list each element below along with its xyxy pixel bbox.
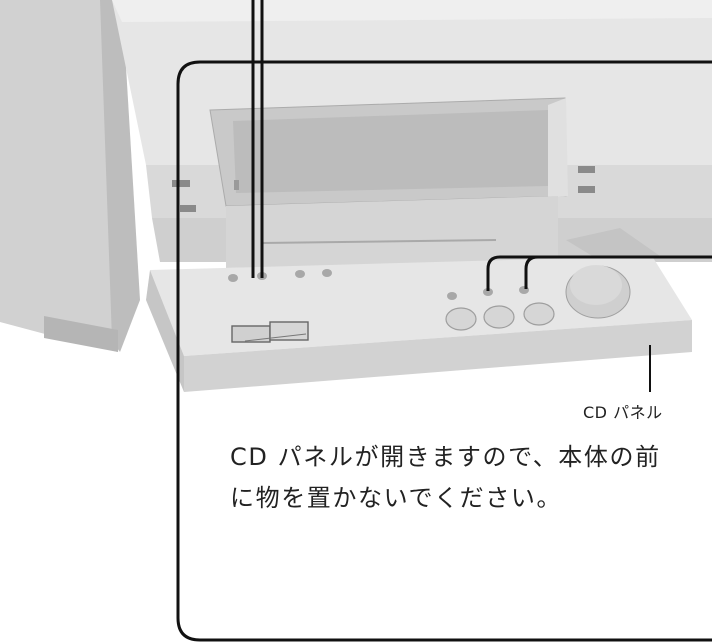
cd-panel-front <box>184 320 692 392</box>
indicator-led-6 <box>483 288 493 296</box>
round-button-2 <box>483 305 515 329</box>
indicator-led-1 <box>228 274 238 282</box>
rect-button-divider <box>244 333 307 342</box>
round-button-3 <box>523 302 555 326</box>
indicator-led-5 <box>447 292 457 300</box>
left-side-button-1 <box>172 180 190 187</box>
right-side-button-1 <box>578 166 595 173</box>
display-screen <box>233 110 548 193</box>
leader-line-panel-buttons <box>486 255 712 291</box>
display-indicator <box>234 180 239 190</box>
cd-slot-line <box>261 239 497 244</box>
device-side-wall <box>0 0 132 352</box>
display-right-cap <box>548 98 568 198</box>
right-side-button-2 <box>578 186 595 193</box>
rect-button-1 <box>231 325 271 343</box>
cd-panel-label: CD パネル <box>583 403 663 422</box>
indicator-led-3 <box>295 270 305 278</box>
rect-button-2 <box>269 321 309 341</box>
cd-panel-left-edge <box>146 270 184 392</box>
device-side-shade <box>100 0 140 352</box>
leader-line-side-button <box>176 60 712 642</box>
cd-slot-area <box>226 196 558 268</box>
round-button-1 <box>445 307 477 331</box>
note-line-1: CD パネルが開きますので、本体の前 <box>230 443 661 471</box>
note-line-2: に物を置かないでください。 <box>230 484 563 512</box>
leader-line-panel-buttons-2 <box>524 255 712 289</box>
indicator-led-4 <box>322 269 332 277</box>
leader-lines <box>176 0 712 642</box>
left-side-button-2 <box>180 205 196 212</box>
device-foot <box>44 316 118 352</box>
volume-knob-top <box>570 265 622 305</box>
